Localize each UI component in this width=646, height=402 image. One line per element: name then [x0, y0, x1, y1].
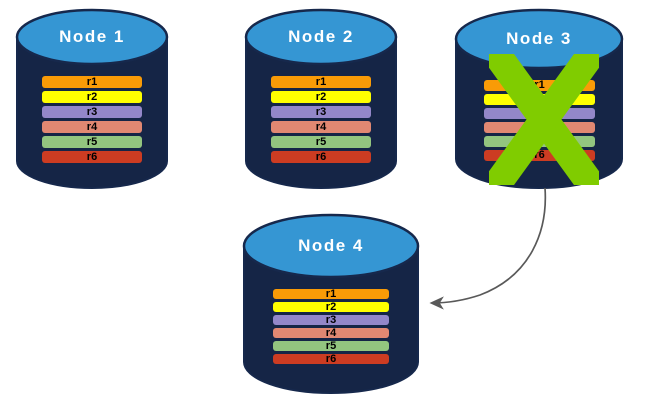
- row-bar[interactable]: r3: [271, 106, 371, 118]
- row-bar[interactable]: r3: [484, 108, 595, 119]
- row-bar[interactable]: r5: [484, 136, 595, 147]
- row-bar[interactable]: r1: [484, 80, 595, 91]
- row-bar[interactable]: r1: [271, 76, 371, 88]
- node-1-rows: r1 r2 r3 r4 r5 r6: [16, 76, 168, 163]
- row-bar[interactable]: r4: [273, 327, 389, 338]
- row-bar[interactable]: r4: [42, 121, 142, 133]
- row-bar[interactable]: r6: [42, 151, 142, 163]
- row-bar[interactable]: r4: [271, 121, 371, 133]
- row-bar[interactable]: r6: [273, 353, 389, 364]
- row-bar[interactable]: r6: [484, 150, 595, 161]
- row-bar[interactable]: r2: [42, 91, 142, 103]
- node-4-rows: r1 r2 r3 r4 r5 r6: [243, 288, 419, 364]
- cylinder-top-ellipse: [454, 8, 624, 70]
- row-bar[interactable]: r5: [273, 340, 389, 351]
- row-bar[interactable]: r3: [273, 314, 389, 325]
- row-bar[interactable]: r6: [271, 151, 371, 163]
- row-bar[interactable]: r1: [273, 288, 389, 299]
- node-2-rows: r1 r2 r3 r4 r5 r6: [245, 76, 397, 163]
- row-bar[interactable]: r5: [42, 136, 142, 148]
- row-bar[interactable]: r4: [484, 122, 595, 133]
- row-bar[interactable]: r2: [271, 91, 371, 103]
- cylinder-top-ellipse: [15, 8, 169, 66]
- node-3-rows: r1 r2 r3 r4 r5 r6: [455, 80, 623, 161]
- row-bar[interactable]: r2: [484, 94, 595, 105]
- cylinder-top-ellipse: [244, 8, 398, 66]
- row-bar[interactable]: r3: [42, 106, 142, 118]
- row-bar[interactable]: r2: [273, 301, 389, 312]
- row-bar[interactable]: r5: [271, 136, 371, 148]
- cylinder-top-ellipse: [242, 213, 420, 279]
- row-bar[interactable]: r1: [42, 76, 142, 88]
